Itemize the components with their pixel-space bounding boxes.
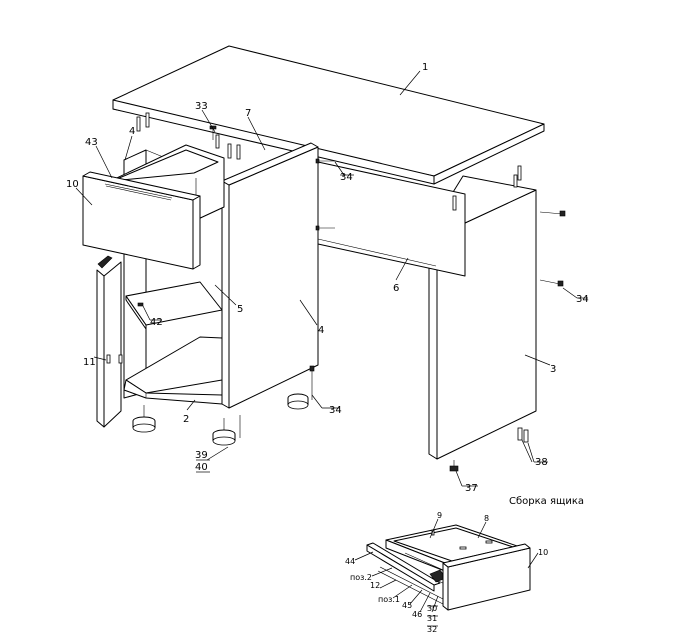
label-poz2: поз.2 xyxy=(350,573,372,582)
door xyxy=(96,255,123,428)
leader-lines xyxy=(75,70,588,487)
pedestal-cabinet xyxy=(123,142,319,409)
callout-32: 32 xyxy=(427,625,437,634)
callout-38: 38 xyxy=(535,457,548,468)
label-poz1: поз.1 xyxy=(378,595,400,604)
callout-11: 11 xyxy=(83,357,96,368)
callout-43: 43 xyxy=(85,137,98,148)
foot-front-middle xyxy=(212,418,236,446)
callout-4-top: 4 xyxy=(129,126,135,137)
callout-9: 9 xyxy=(437,511,442,520)
callout-10-drawer: 10 xyxy=(538,548,548,557)
callout-34-upper: 34 xyxy=(340,172,353,183)
drawer-assembly-detail xyxy=(366,524,531,611)
detail-leader-lines xyxy=(354,518,539,627)
foot-front-left xyxy=(132,405,156,433)
callout-45: 45 xyxy=(402,601,412,610)
callout-labels: 1 33 7 4 43 10 34 34 5 42 4 6 3 11 34 2 … xyxy=(66,62,589,494)
callout-39: 39 xyxy=(195,450,208,461)
detail-callout-labels: 9 8 10 44 поз.2 12 поз.1 45 46 30 31 32 xyxy=(345,511,548,634)
hardware-fasteners xyxy=(136,112,566,472)
callout-4-side: 4 xyxy=(318,325,324,336)
callout-31: 31 xyxy=(427,614,437,623)
callout-37: 37 xyxy=(465,483,478,494)
callout-6: 6 xyxy=(393,283,399,294)
drawer xyxy=(82,144,225,270)
callout-33: 33 xyxy=(195,101,208,112)
foot-back xyxy=(287,393,309,410)
callout-2: 2 xyxy=(183,414,189,425)
callout-10-main: 10 xyxy=(66,179,79,190)
callout-34-right: 34 xyxy=(576,294,589,305)
tabletop xyxy=(112,45,545,185)
callout-12: 12 xyxy=(370,581,380,590)
callout-1: 1 xyxy=(422,62,428,73)
callout-40: 40 xyxy=(195,462,208,473)
callout-8: 8 xyxy=(484,514,489,523)
callout-46: 46 xyxy=(412,610,422,619)
drawer-assembly-title: Сборка ящика xyxy=(509,496,584,507)
callout-30: 30 xyxy=(427,604,437,613)
callout-34-leg: 34 xyxy=(329,405,342,416)
callout-5: 5 xyxy=(237,304,243,315)
adjustable-feet xyxy=(132,393,309,446)
callout-44: 44 xyxy=(345,557,355,566)
callout-3: 3 xyxy=(550,364,556,375)
callout-7: 7 xyxy=(245,108,251,119)
callout-42: 42 xyxy=(150,317,163,328)
